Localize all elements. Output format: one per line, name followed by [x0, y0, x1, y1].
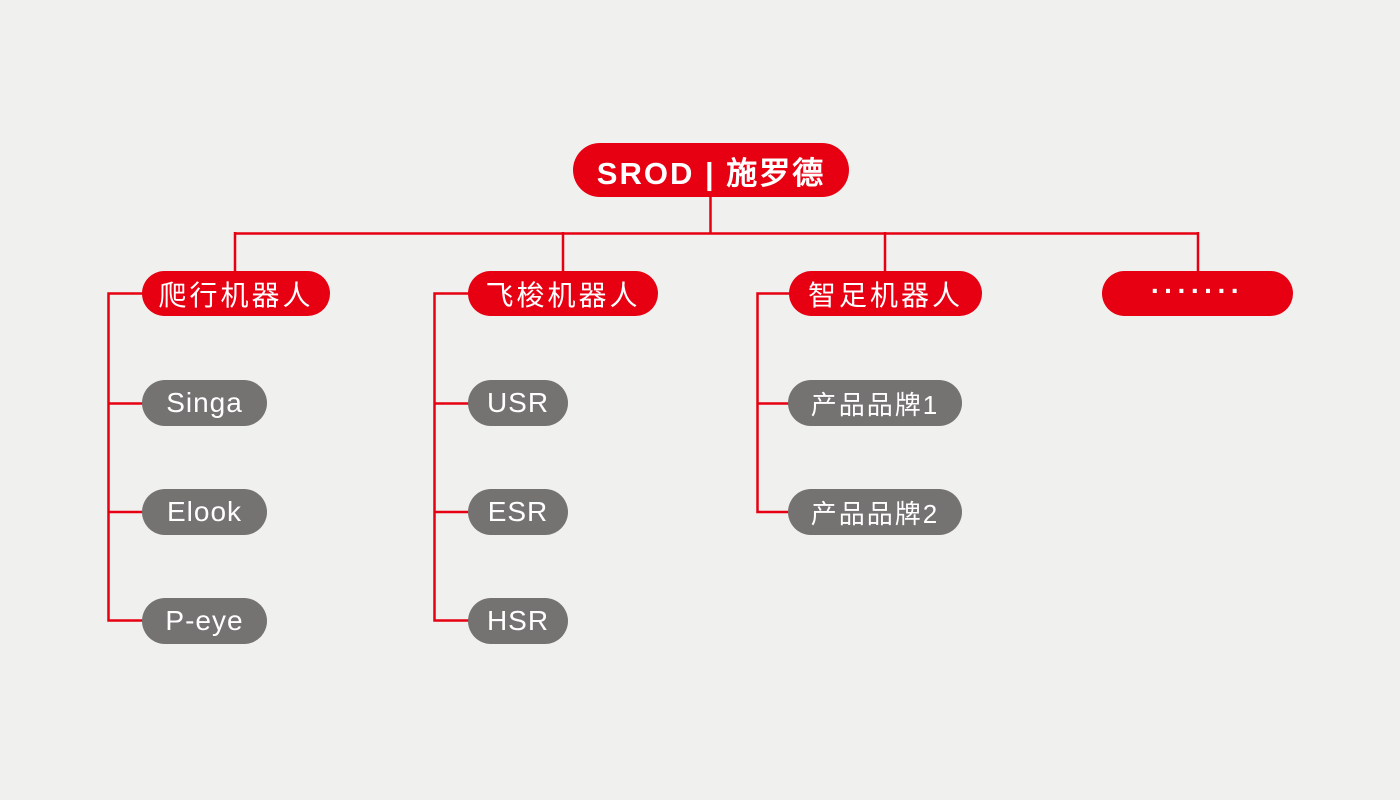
- child-node-label: Elook: [166, 496, 243, 527]
- root-node-label: SROD | 施罗德: [596, 155, 826, 191]
- child-node-label: P-eye: [165, 605, 244, 636]
- child-node-esr: ESR: [468, 489, 568, 535]
- child-node-usr: USR: [468, 380, 568, 426]
- child-node-label: HSR: [486, 605, 550, 636]
- child-node-label: USR: [486, 387, 550, 418]
- child-node-p-eye: P-eye: [142, 598, 267, 644]
- branch-node-label: 爬行机器人: [158, 279, 314, 311]
- child-node-label: Singa: [166, 387, 243, 418]
- child-node-product-brand-1: 产品品牌1: [788, 380, 962, 426]
- branch-node-legged-robot: 智足机器人: [789, 271, 982, 316]
- ellipsis-dots: ·······: [1150, 274, 1245, 306]
- child-node-singa: Singa: [142, 380, 267, 426]
- child-node-hsr: HSR: [468, 598, 568, 644]
- child-node-label: 产品品牌2: [810, 498, 940, 529]
- branch-node-label: 飞梭机器人: [485, 279, 641, 311]
- spine-branch-1: [107, 292, 143, 622]
- branch-node-crawling-robot: 爬行机器人: [142, 271, 330, 316]
- branch-node-label: 智足机器人: [807, 279, 963, 311]
- spine-branch-2: [433, 292, 469, 622]
- root-node: SROD | 施罗德: [573, 143, 849, 197]
- child-node-label: 产品品牌1: [810, 389, 940, 420]
- branch-node-shuttle-robot: 飞梭机器人: [468, 271, 658, 316]
- branch-node-ellipsis: ·······: [1102, 271, 1293, 316]
- child-node-product-brand-2: 产品品牌2: [788, 489, 962, 535]
- child-node-label: ESR: [487, 496, 549, 527]
- child-node-elook: Elook: [142, 489, 267, 535]
